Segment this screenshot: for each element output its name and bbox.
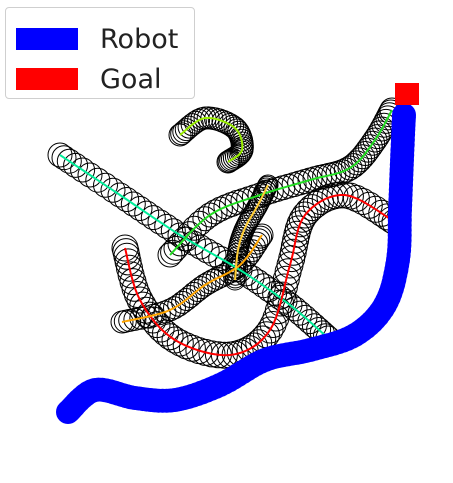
agent-path-1-circle — [47, 142, 73, 168]
agent-trajectory-circles — [47, 97, 409, 369]
agent-path-2-circle — [216, 150, 240, 174]
agent-path-5-circle — [163, 296, 186, 320]
agent-path-1-line — [59, 154, 329, 339]
legend: Robot Goal — [5, 7, 195, 99]
agent-path-2-circle — [177, 115, 201, 139]
agent-path-lines — [59, 109, 396, 357]
agent-path-3-circle — [172, 332, 200, 360]
agent-path-1-circle — [120, 191, 146, 217]
agent-path-2-circle — [168, 123, 192, 147]
agent-path-6-circle — [237, 212, 258, 234]
agent-path-5-line — [121, 234, 263, 323]
agent-path-3-circle — [256, 316, 284, 344]
agent-path-4-circle — [329, 159, 355, 185]
agent-path-4-circle — [172, 226, 197, 252]
agent-path-1-circle — [147, 209, 173, 235]
agent-path-3-circle — [121, 274, 149, 302]
agent-path-2-circle — [174, 118, 198, 142]
agent-path-3-circle — [269, 281, 297, 309]
agent-path-1-circle — [85, 167, 111, 193]
agent-path-1-circle — [100, 177, 126, 203]
legend-swatch-robot — [16, 28, 78, 50]
agent-path-4-circle — [157, 242, 183, 268]
goal-marker — [395, 83, 419, 105]
agent-path-3-line — [124, 194, 396, 357]
agent-path-1-circle — [194, 238, 220, 264]
agent-path-3-circle — [302, 190, 330, 218]
agent-path-1-circle — [114, 187, 140, 212]
agent-path-4-circle — [213, 194, 239, 220]
agent-path-2-circle — [217, 149, 241, 173]
agent-path-5-circle — [193, 273, 217, 297]
agent-path-4-circle — [207, 196, 233, 222]
agent-path-6-circle — [256, 177, 277, 199]
legend-label-goal: Goal — [100, 63, 162, 95]
legend-label-robot: Robot — [100, 23, 179, 55]
agent-path-1-circle — [93, 172, 118, 198]
agent-path-4-circle — [344, 150, 370, 176]
agent-path-1-circle — [297, 309, 323, 335]
agent-path-2-circle — [222, 146, 246, 170]
agent-path-4-circle — [163, 235, 189, 261]
agent-path-2-circle — [183, 110, 207, 134]
agent-path-2-circle — [224, 145, 248, 169]
agent-path-4-circle — [337, 155, 363, 181]
agent-path-3-circle — [326, 181, 354, 209]
agent-path-1-circle — [201, 242, 227, 268]
legend-swatch-goal — [16, 68, 78, 90]
robot-trajectory — [56, 103, 416, 424]
agent-path-1-circle — [154, 213, 180, 239]
agent-path-6-circle — [257, 174, 279, 196]
agent-path-4-circle — [181, 215, 207, 241]
agent-path-4-circle — [167, 231, 193, 257]
agent-path-4-circle — [364, 124, 390, 150]
agent-path-5-circle — [153, 300, 177, 324]
agent-path-3-circle — [126, 286, 154, 314]
agent-path-4-circle — [347, 147, 373, 173]
agent-path-4-circle — [352, 141, 378, 166]
agent-path-1-circle — [70, 157, 96, 183]
legend-item-goal: Goal — [16, 63, 162, 95]
agent-path-3-circle — [291, 201, 319, 229]
agent-path-2-line — [179, 116, 244, 163]
agent-path-1-circle — [127, 196, 153, 221]
legend-item-robot: Robot — [16, 23, 179, 55]
agent-path-1-circle — [77, 162, 103, 188]
agent-path-4-circle — [192, 206, 218, 232]
agent-path-4-line — [169, 109, 393, 256]
agent-path-3-circle — [259, 311, 287, 338]
agent-path-2-circle — [172, 120, 196, 144]
agent-path-1-circle — [134, 200, 160, 226]
agent-path-5-circle — [167, 293, 191, 317]
agent-path-6-line — [234, 184, 269, 281]
agent-path-4-circle — [357, 134, 383, 160]
agent-path-3-circle — [288, 205, 316, 233]
agent-path-2-circle — [219, 148, 243, 172]
agent-path-3-circle — [178, 334, 206, 362]
agent-path-6-circle — [244, 199, 266, 221]
agent-path-1-circle — [63, 152, 89, 178]
agent-path-4-circle — [219, 192, 244, 217]
agent-path-6-circle — [256, 175, 278, 197]
agent-path-3-circle — [156, 323, 184, 351]
agent-path-3-circle — [210, 341, 238, 369]
agent-path-4-circle — [202, 199, 228, 225]
robot-circle — [392, 103, 416, 127]
agent-path-4-circle — [350, 144, 376, 170]
agent-path-2-circle — [225, 118, 249, 142]
agent-path-3-circle — [166, 329, 194, 357]
agent-path-1-circle — [140, 205, 166, 231]
agent-path-4-circle — [333, 157, 359, 183]
agent-path-3-circle — [298, 194, 326, 222]
agent-path-1-circle — [167, 222, 193, 248]
agent-path-5-circle — [189, 276, 213, 300]
agent-path-1-circle — [56, 148, 82, 174]
agent-path-1-circle — [107, 182, 133, 208]
agent-path-4-circle — [355, 137, 381, 163]
agent-path-3-circle — [198, 340, 226, 368]
agent-path-2-circle — [220, 147, 244, 171]
